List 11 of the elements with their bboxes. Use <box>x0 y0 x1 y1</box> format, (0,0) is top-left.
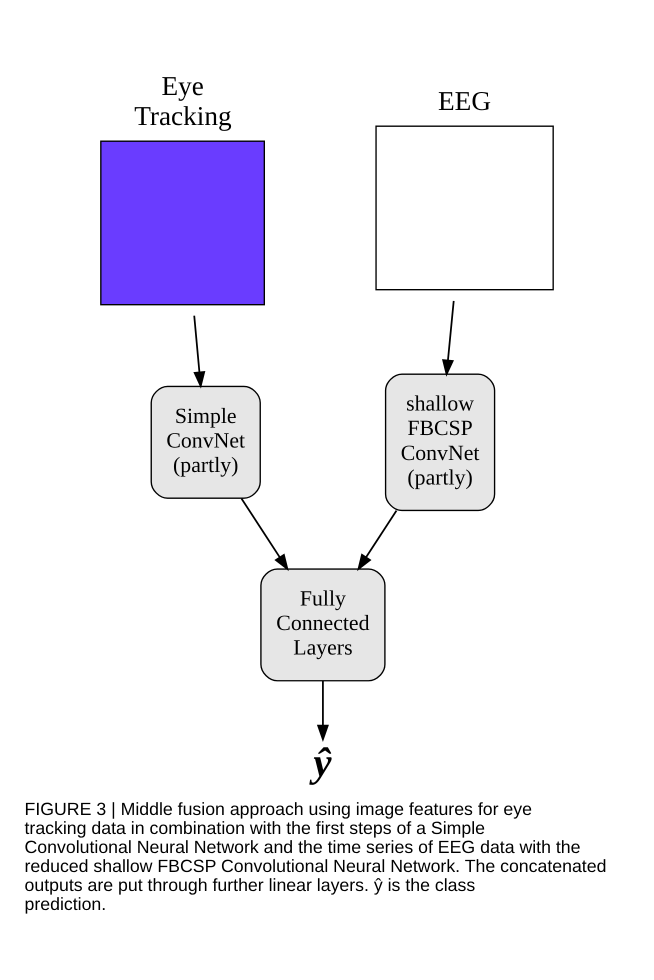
arrow <box>240 498 289 572</box>
arrow <box>193 316 206 389</box>
node-box: Fully Connected Layers <box>260 568 386 682</box>
node-box: Simple ConvNet (partly) <box>150 386 261 499</box>
caption: FIGURE 3 | Middle fusion approach using image features for eye tracking data in combination with the first steps of a Simple Convolutional Neural Network and the time series of EEG data with the reduced shallow FBCSP Convolutional Neural Network. The concatenated outputs are put through further linear layers. ŷ is the class prediction. <box>24 798 606 914</box>
arrow <box>316 681 329 742</box>
arrow <box>442 300 455 377</box>
node-label: EEG <box>438 86 492 116</box>
node-box: shallow FBCSP ConvNet (partly) <box>384 374 496 512</box>
arrow <box>357 510 398 572</box>
node-label: Eye Tracking <box>134 70 232 131</box>
